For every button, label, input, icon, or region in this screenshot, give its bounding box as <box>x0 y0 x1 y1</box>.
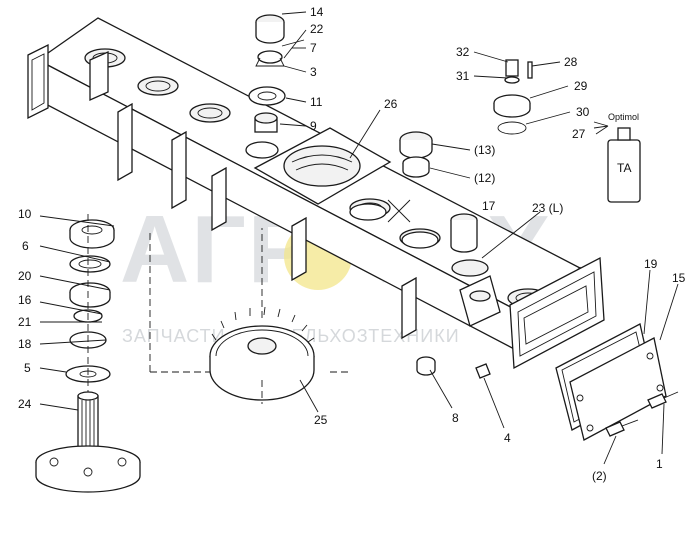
callout-4: 4 <box>504 431 511 445</box>
callout-9: 9 <box>310 119 317 133</box>
callout-1: 1 <box>656 457 663 471</box>
callout-26: 26 <box>384 97 398 111</box>
left-bearing-stack <box>65 214 115 394</box>
callout-24: 24 <box>18 397 32 411</box>
can-marking: TA <box>617 161 631 175</box>
callout-8: 8 <box>452 411 459 425</box>
callout-27: 27 <box>572 127 586 141</box>
callout-32: 32 <box>456 45 470 59</box>
upper-part-stack <box>245 14 305 159</box>
callout-3: 3 <box>310 65 317 79</box>
shaft-flange-24 <box>35 391 141 493</box>
callout-13: (13) <box>474 143 495 157</box>
cup-parts <box>399 131 433 178</box>
gearbox-beam-housing <box>27 17 605 370</box>
callout-11: 11 <box>310 95 323 109</box>
callout-22: 22 <box>310 22 324 36</box>
callout-6: 6 <box>22 239 29 253</box>
callout-25: 25 <box>314 413 328 427</box>
gear-25 <box>149 228 350 404</box>
callout-31: 31 <box>456 69 470 83</box>
callout-16: 16 <box>18 293 32 307</box>
callout-23-l: 23 (L) <box>532 201 563 215</box>
breather-assembly <box>493 59 533 135</box>
callout-10: 10 <box>18 207 32 221</box>
callout-29: 29 <box>574 79 588 93</box>
callout-15: 15 <box>672 271 686 285</box>
callout-5: 5 <box>24 361 31 375</box>
callout-2: (2) <box>592 469 607 483</box>
callout-17: 17 <box>482 199 496 213</box>
callout-7: 7 <box>310 41 317 55</box>
callout-20: 20 <box>18 269 32 283</box>
leader-lines <box>39 11 679 465</box>
callout-19: 19 <box>644 257 658 271</box>
cover-plates <box>555 323 667 441</box>
callout-12: (12) <box>474 171 495 185</box>
callout-21: 21 <box>18 315 32 329</box>
callout-30: 30 <box>576 105 590 119</box>
callout-28: 28 <box>564 55 578 69</box>
callout-14: 14 <box>310 5 324 19</box>
callout-numbers: 14 22 7 3 11 9 26 32 31 28 29 30 27 (13)… <box>18 5 686 483</box>
fasteners <box>416 356 679 437</box>
sleeve-17 <box>349 199 478 253</box>
callout-18: 18 <box>18 337 32 351</box>
lubricant-can: TA Optimol <box>593 112 641 203</box>
lubricant-label: Optimol <box>608 112 639 122</box>
